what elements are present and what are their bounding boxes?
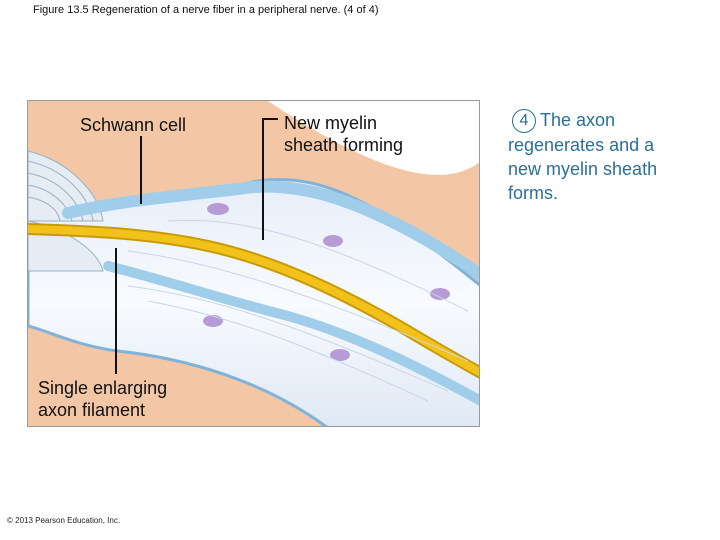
label-line: axon filament [38, 400, 146, 420]
axon [28, 225, 479, 377]
copyright-notice: © 2013 Pearson Education, Inc. [7, 516, 121, 525]
label-line: sheath forming [284, 135, 404, 155]
leader-line-myelin-horizontal [262, 118, 278, 120]
step-line: regenerates and a [508, 135, 655, 155]
figure-title: Figure 13.5 Regeneration of a nerve fibe… [33, 4, 379, 16]
nucleus [203, 315, 223, 327]
leader-line-single-filament [115, 248, 117, 374]
schwann-cell-lower [103, 261, 479, 406]
schwann-cell-upper [62, 180, 479, 282]
leader-line-myelin-vertical [262, 118, 264, 240]
step-number-badge: 4 [512, 109, 536, 133]
nerve-fiber-drawing [28, 101, 479, 426]
label-schwann-cell: Schwann cell [80, 115, 187, 135]
outside-area-top [268, 101, 479, 175]
nucleus [330, 349, 350, 361]
label-single-axon-filament: Single enlarging axon filament [38, 377, 167, 421]
nucleus [323, 235, 343, 247]
label-new-myelin-sheath: New myelin sheath forming [284, 112, 403, 156]
leader-line-schwann [140, 136, 142, 204]
sheath-striations [127, 219, 469, 402]
step-line: new myelin sheath [508, 159, 658, 179]
nerve-illustration [27, 100, 480, 427]
step-text: The axon [540, 110, 616, 130]
nucleus [207, 203, 229, 215]
label-line: Single enlarging [38, 378, 168, 398]
step-line: forms. [508, 183, 559, 203]
label-line: New myelin [284, 113, 378, 133]
nucleus [430, 288, 450, 300]
